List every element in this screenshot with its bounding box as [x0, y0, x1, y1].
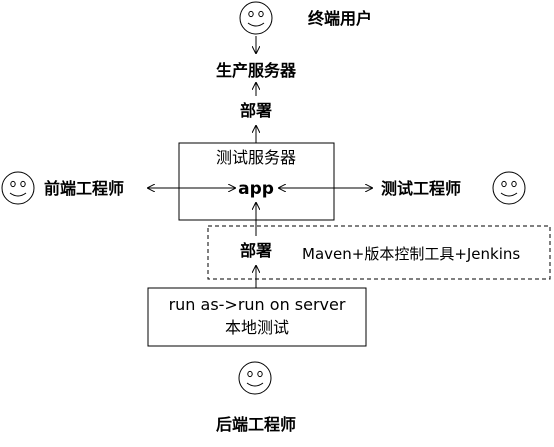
app-label: app — [238, 179, 274, 199]
end-user-label: 终端用户 — [308, 9, 372, 28]
backend-engineer-smiley-icon — [238, 361, 272, 395]
local-run-label: run as->run on server — [169, 295, 346, 314]
end-user-smiley-icon — [239, 1, 273, 35]
test-server-label: 测试服务器 — [216, 148, 296, 167]
tooling-dashed-box — [207, 225, 551, 280]
production-server-label: 生产服务器 — [216, 61, 297, 80]
test-engineer-smiley-icon — [492, 171, 526, 205]
backend-engineer-label: 后端工程师 — [216, 415, 296, 434]
deploy-top-label: 部署 — [240, 101, 272, 120]
frontend-engineer-smiley-icon — [1, 171, 35, 205]
local-test-box — [147, 287, 367, 347]
test-engineer-label: 测试工程师 — [381, 179, 461, 198]
deploy-bottom-label: 部署 — [240, 241, 272, 260]
local-test-label: 本地测试 — [225, 318, 289, 337]
tooling-label: Maven+版本控制工具+Jenkins — [302, 245, 520, 263]
frontend-engineer-label: 前端工程师 — [44, 179, 124, 198]
